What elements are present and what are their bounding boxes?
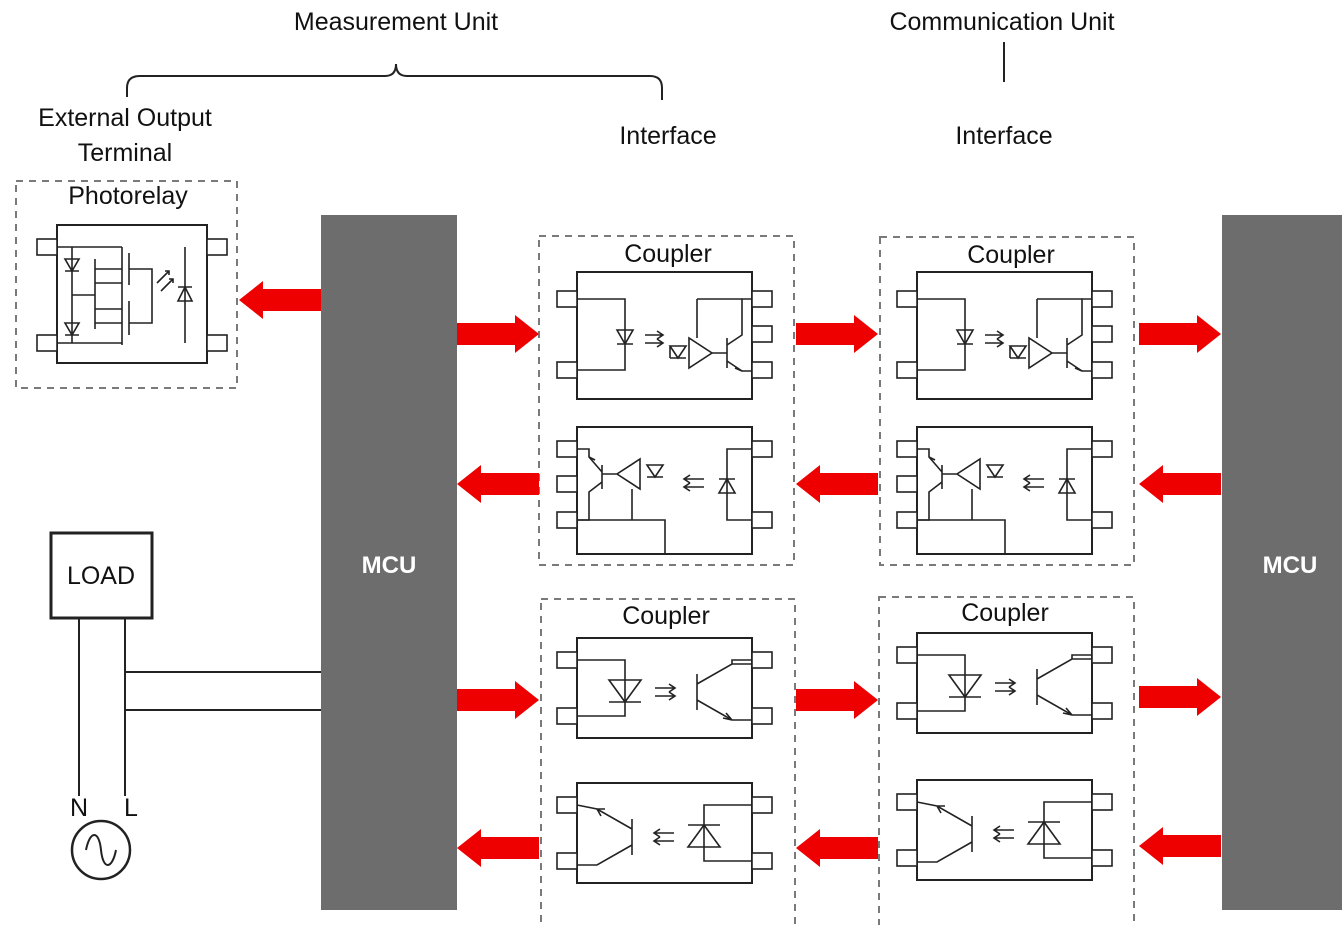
mcu-block-left: [321, 215, 457, 910]
load-label: LOAD: [67, 562, 135, 590]
arrow-left: [457, 465, 539, 503]
arrow-right: [457, 681, 539, 719]
coupler-group-communication-lower: Coupler: [878, 596, 1135, 925]
photorelay-block: Photorelay: [15, 180, 238, 389]
mcu-label-left: MCU: [362, 552, 417, 579]
coupler-label: Coupler: [622, 602, 710, 630]
photorelay-label: Photorelay: [68, 182, 188, 210]
coupler-group-measurement-upper: Coupler: [538, 235, 795, 566]
photorelay-icon: [36, 224, 228, 364]
communication-unit-label: Communication Unit: [889, 8, 1114, 36]
measurement-unit-brace: [126, 63, 663, 100]
coupler-label: Coupler: [624, 240, 712, 268]
arrow-left-to-photorelay: [239, 281, 321, 319]
mcu-block-right: [1222, 215, 1342, 910]
ic-coupler-icon: [557, 272, 772, 399]
interface-label-right: Interface: [955, 122, 1052, 150]
arrow-left: [1139, 465, 1221, 503]
arrow-right: [1139, 678, 1221, 716]
arrow-left: [796, 465, 878, 503]
transistor-coupler-icon: [897, 633, 1112, 733]
coupler-group-communication-upper: Coupler: [879, 236, 1135, 566]
coupler-label: Coupler: [961, 599, 1049, 627]
arrow-right: [1139, 315, 1221, 353]
coupler-label: Coupler: [967, 241, 1055, 269]
arrow-right: [457, 315, 539, 353]
ic-coupler-icon: [897, 272, 1112, 399]
measurement-unit-label: Measurement Unit: [294, 8, 498, 36]
arrow-left: [1139, 827, 1221, 865]
arrow-left: [796, 829, 878, 867]
ic-coupler-icon: [557, 427, 772, 554]
transistor-coupler-icon: [897, 780, 1112, 880]
coupler-group-measurement-lower: Coupler: [540, 598, 796, 925]
ac-source-icon: [70, 819, 132, 881]
photorelay-dashed-border: [15, 180, 238, 389]
external-output-label-line2: Terminal: [78, 139, 172, 167]
line-label: L: [124, 794, 138, 822]
transistor-coupler-icon: [557, 638, 772, 738]
mcu-label-right: MCU: [1263, 552, 1318, 579]
arrow-right: [796, 681, 878, 719]
neutral-label: N: [70, 794, 88, 822]
transistor-coupler-icon: [557, 783, 772, 883]
external-output-label-line1: External Output: [38, 104, 212, 132]
load-block: LOAD: [49, 531, 154, 620]
arrow-right: [796, 315, 878, 353]
ic-coupler-icon: [897, 427, 1112, 554]
interface-label-left: Interface: [619, 122, 716, 150]
arrow-left: [457, 829, 539, 867]
load-wiring: [78, 618, 321, 796]
